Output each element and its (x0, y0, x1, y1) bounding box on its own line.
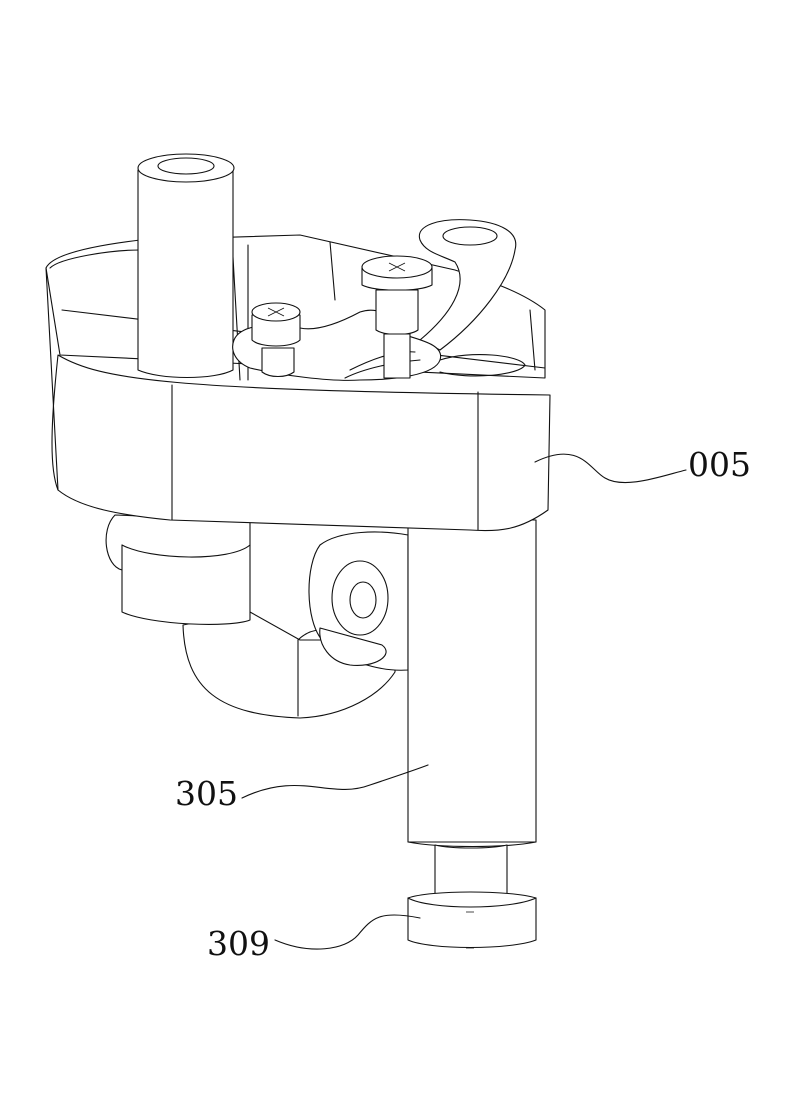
curved-lever (418, 219, 517, 351)
right-screw (361, 255, 433, 379)
label-309: 309 (207, 924, 270, 963)
round-boss (308, 531, 409, 671)
leader-309 (274, 914, 421, 950)
left-screw (251, 302, 301, 378)
leader-005 (534, 453, 687, 484)
roller-housing (105, 514, 396, 719)
label-305: 305 (175, 774, 238, 813)
leader-305 (241, 764, 429, 799)
leader-lines (241, 453, 687, 950)
tube-cylinder (137, 153, 235, 379)
foot-309 (407, 844, 537, 949)
shaft-305 (407, 519, 537, 848)
label-005: 005 (688, 445, 751, 484)
